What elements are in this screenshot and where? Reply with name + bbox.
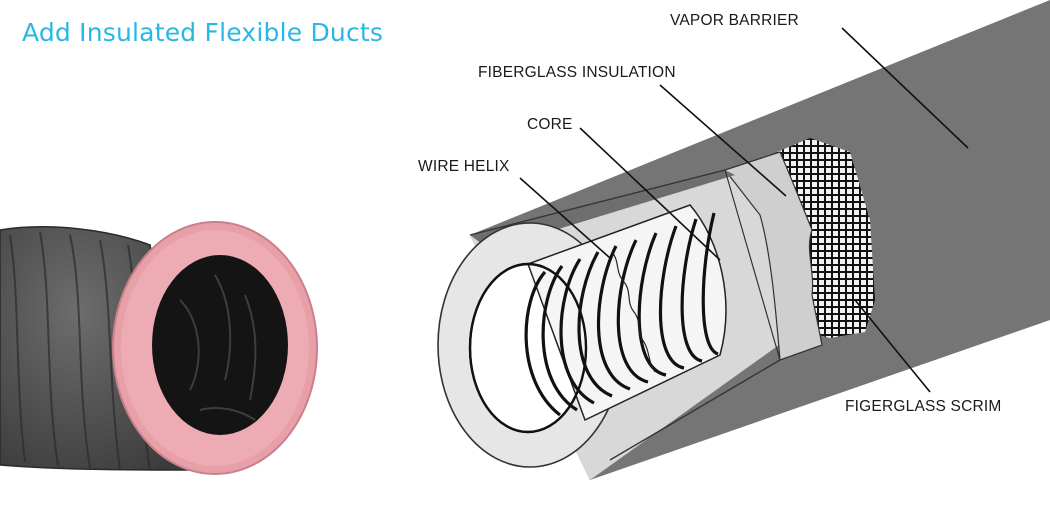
cutaway-diagram [437, 0, 1050, 480]
wire-helix-rings [524, 212, 719, 417]
label-wire-helix: WIRE HELIX [418, 158, 510, 175]
leader-vapor-barrier [841, 27, 969, 149]
insulation-step [724, 151, 823, 361]
label-fiberglass-insulation: FIBERGLASS INSULATION [478, 64, 676, 81]
label-vapor-barrier: VAPOR BARRIER [670, 12, 799, 29]
leader-scrim [854, 299, 931, 393]
leader-wire-helix [519, 177, 611, 259]
inner-core-folds [179, 274, 257, 421]
label-fiberglass-scrim: FIGERGLASS SCRIM [845, 398, 1002, 415]
label-core: CORE [527, 116, 573, 133]
flex-duct-photo [0, 221, 318, 475]
duct-wrinkles [9, 231, 151, 471]
leader-core [579, 127, 721, 261]
leader-fiberglass-insulation [659, 84, 787, 197]
duct-inner-core [152, 255, 288, 435]
page-title: Add Insulated Flexible Ducts [22, 18, 384, 47]
leader-lines [519, 27, 969, 393]
